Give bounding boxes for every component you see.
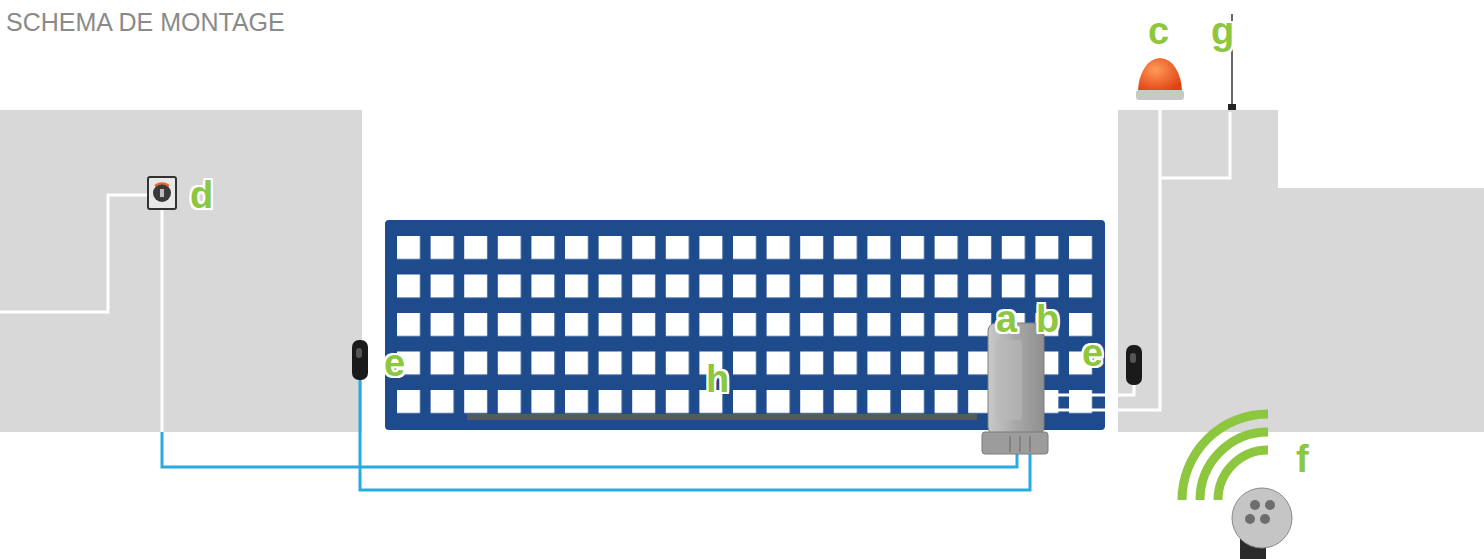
photocells (352, 340, 1142, 385)
callout-letter: e (384, 344, 405, 382)
callout-letter: b (1036, 300, 1059, 338)
flashing-light (1136, 58, 1184, 100)
left-wall (0, 110, 362, 432)
callout-letter: d (190, 176, 213, 214)
wires (0, 100, 1230, 432)
key-switch (148, 177, 176, 209)
callout-letter: g (1211, 12, 1234, 50)
motor (982, 323, 1048, 454)
callout-letter: h (706, 360, 729, 398)
remote-control (1182, 414, 1292, 559)
callout-letter: f (1296, 440, 1309, 478)
sliding-gate (385, 220, 1105, 430)
callout-letter: e (1082, 334, 1103, 372)
callout-letter: c (1148, 12, 1169, 50)
right-wall (1118, 110, 1484, 432)
rack (467, 414, 977, 420)
diagram-title: SCHEMA DE MONTAGE (6, 8, 285, 37)
cables (162, 380, 1030, 490)
callout-letter: a (996, 300, 1017, 338)
